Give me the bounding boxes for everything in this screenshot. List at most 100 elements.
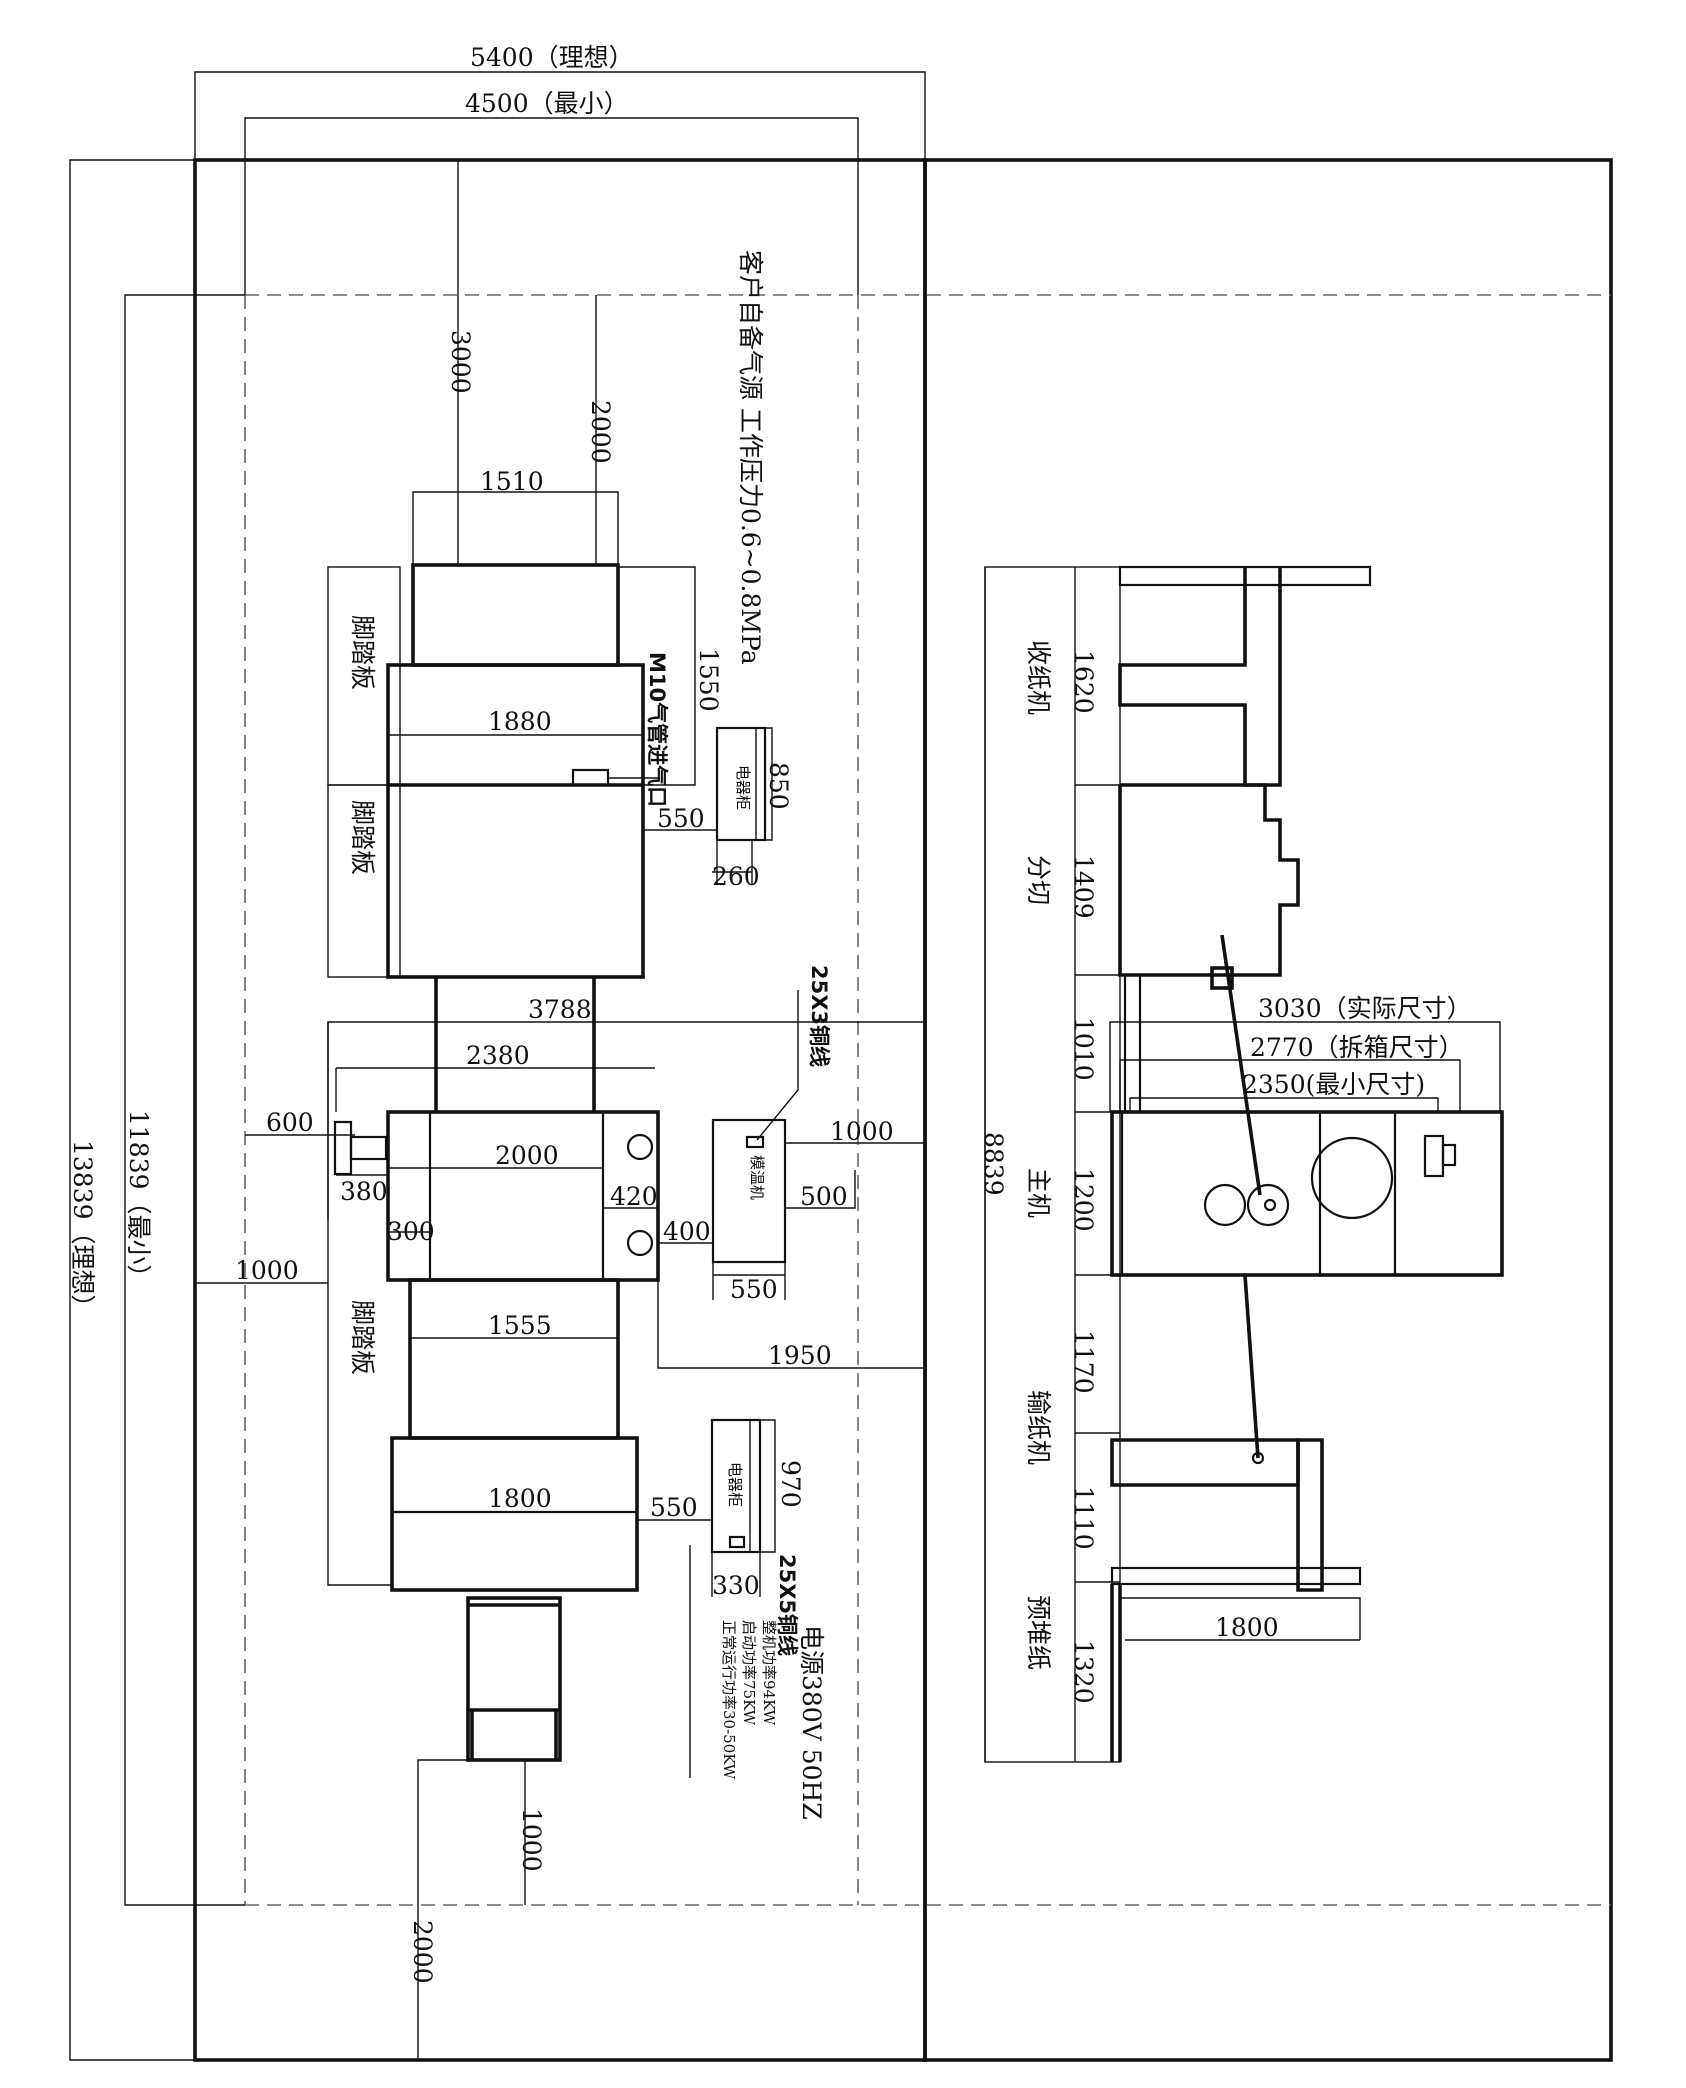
- cabinet-lower-label: 电器柜: [726, 1462, 744, 1507]
- dim-500: 500: [800, 1182, 848, 1211]
- dim-line-r3030: [1109, 1021, 1501, 1112]
- dim-r1320: 1320: [1069, 1640, 1098, 1704]
- dim-r1110: 1110: [1069, 1486, 1098, 1550]
- feeder-lever-end: [1251, 1451, 1265, 1465]
- main-valve: [1423, 1134, 1445, 1178]
- prestack-post: [1110, 1584, 1122, 1762]
- dim-line-4500: [244, 117, 859, 295]
- prestack-top: [1110, 1566, 1362, 1586]
- cabinet-top: [715, 726, 767, 842]
- mold-temp-label: 模温机: [748, 1155, 766, 1200]
- dim-1000-r: 1000: [830, 1117, 894, 1146]
- dim-550-a: 550: [657, 804, 705, 833]
- dim-r1409: 1409: [1069, 855, 1098, 919]
- dim-2380: 2380: [466, 1041, 530, 1070]
- copper-5-label: 25X5铜线: [775, 1554, 799, 1656]
- dim-line-5400: [194, 71, 926, 160]
- main-valve-cap: [1441, 1143, 1457, 1167]
- dim-2000-b: 2000: [408, 1920, 437, 1984]
- dim-550-b: 550: [730, 1275, 778, 1304]
- dim-970: 970: [776, 1460, 805, 1508]
- top-block: [411, 563, 620, 667]
- dim-2000: 2000: [495, 1141, 559, 1170]
- mold-temp-port: [745, 1135, 765, 1149]
- copper-3-label: 25X3铜线: [807, 965, 831, 1067]
- air-inlet-port: [571, 768, 610, 787]
- cutter-body: [1118, 783, 1300, 977]
- dim-r1800: 1800: [1215, 1613, 1279, 1642]
- dim-380: 380: [340, 1177, 388, 1206]
- dim-line-1510: [412, 491, 619, 565]
- feeder-lever: [1243, 1274, 1260, 1459]
- air-source-note: 客户自备气源 工作压力0.6~0.8MPa: [736, 250, 765, 665]
- bottom-rack: [466, 1596, 562, 1762]
- dim-600: 600: [266, 1108, 314, 1137]
- cabinet-top-label: 电器柜: [734, 765, 752, 810]
- upper-body: [386, 663, 645, 979]
- dim-1000-l: 1000: [235, 1256, 299, 1285]
- dim-line-500: [785, 1170, 856, 1209]
- dim-260: 260: [712, 862, 760, 891]
- cutter-lever-joint: [1210, 966, 1234, 990]
- power-total: 整机功率94KW: [760, 1620, 778, 1726]
- main-roller-large: [1310, 1136, 1394, 1220]
- copper-3-leader: [756, 990, 799, 1141]
- mold-temp-machine: [711, 1118, 787, 1264]
- pedal-mid: [327, 784, 401, 978]
- pedal-top-label: 脚踏板: [348, 615, 377, 690]
- dim-line-11839: [124, 294, 245, 1906]
- dim-420: 420: [610, 1182, 658, 1211]
- dim-line-1550: [618, 566, 696, 786]
- dim-line-r2350: [1129, 1097, 1439, 1112]
- label-main-machine: 主机: [1024, 1168, 1053, 1218]
- dim-300: 300: [387, 1217, 435, 1246]
- dim-line-330: [711, 1552, 761, 1597]
- main-machine-body: [1110, 1110, 1504, 1277]
- pedal-lower: [327, 1022, 392, 1586]
- pedal-mid-label: 脚踏板: [348, 800, 377, 875]
- dim-1555: 1555: [488, 1311, 552, 1340]
- dim-line-260: [712, 840, 753, 885]
- pedal-lower-label: 脚踏板: [348, 1300, 377, 1375]
- dim-2000-top: 2000: [586, 400, 615, 464]
- feeder-column: [1296, 1438, 1324, 1592]
- dim-3000: 3000: [446, 330, 475, 394]
- label-feeder: 输纸机: [1024, 1390, 1053, 1465]
- label-cutter: 分切: [1024, 855, 1053, 905]
- cabinet-lower-port: [728, 1535, 746, 1549]
- dim-400: 400: [663, 1217, 711, 1246]
- power-main: 电源380V 50HZ: [797, 1625, 826, 1820]
- dim-line-970: [760, 1419, 776, 1553]
- dim-4500: 4500（最小）: [465, 89, 629, 118]
- side-valve: [333, 1120, 353, 1176]
- air-inlet-label: M10气管进气口: [645, 652, 669, 807]
- main-roller-hub: [1263, 1198, 1277, 1212]
- roller-lower: [626, 1229, 654, 1257]
- dim-1950: 1950: [768, 1341, 832, 1370]
- dim-13839: 13839（理想）: [68, 1140, 97, 1320]
- stacker-body: [1118, 567, 1282, 787]
- dim-550-c: 550: [650, 1493, 698, 1522]
- main-roller-mid: [1246, 1183, 1290, 1227]
- dim-r2770: 2770（拆箱尺寸）: [1250, 1033, 1464, 1062]
- dim-r2350: 2350(最小尺寸): [1242, 1070, 1425, 1099]
- dim-r3030: 3030（实际尺寸）: [1258, 994, 1472, 1023]
- dim-line-r1800: [1120, 1597, 1361, 1641]
- label-stacker: 收纸机: [1024, 640, 1053, 715]
- dim-3788: 3788: [528, 995, 592, 1024]
- dim-330: 330: [712, 1571, 760, 1600]
- dim-11839: 11839（最小）: [124, 1110, 153, 1290]
- dim-1880: 1880: [488, 707, 552, 736]
- roller-upper: [626, 1133, 654, 1161]
- side-valve-stem: [349, 1135, 388, 1161]
- dim-line-1950: [657, 1280, 925, 1369]
- lower-unit: [390, 1436, 639, 1592]
- dim-line-550-b: [712, 1262, 786, 1300]
- power-start: 启动功率75KW: [740, 1620, 758, 1726]
- dim-1800-l: 1800: [488, 1484, 552, 1513]
- feeder-body: [1110, 1438, 1300, 1487]
- cabinet-lower: [710, 1418, 762, 1554]
- dim-1000-b: 1000: [517, 1808, 546, 1872]
- main-roller-small: [1203, 1183, 1247, 1227]
- dim-r1170: 1170: [1069, 1330, 1098, 1394]
